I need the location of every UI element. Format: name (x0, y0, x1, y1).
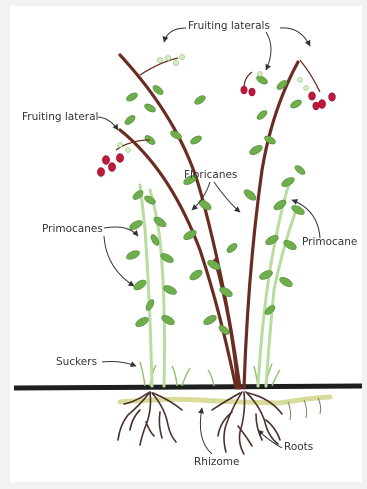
label-fruiting-laterals: Fruiting laterals (188, 20, 270, 32)
label-fruiting-lateral: Fruiting lateral (22, 111, 98, 123)
label-primocane: Primocane (302, 236, 357, 248)
label-roots: Roots (284, 441, 313, 453)
label-primocanes: Primocanes (42, 223, 103, 235)
label-floricanes: Floricanes (184, 169, 237, 181)
primocanes (140, 180, 296, 386)
label-suckers: Suckers (56, 356, 97, 368)
soil-line (14, 386, 362, 388)
label-rhizome: Rhizome (194, 456, 240, 468)
